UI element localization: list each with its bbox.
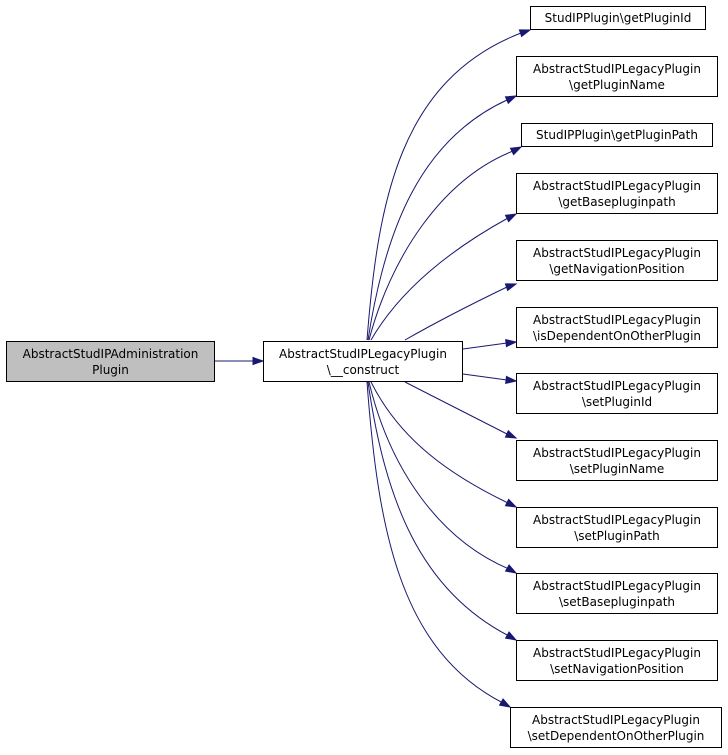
edge-to-set-plugin-name — [404, 381, 518, 439]
callee-node-get-baseplugin-path[interactable]: AbstractStudIPLegacyPlugin \getBaseplugi… — [516, 173, 718, 214]
callee-label-line-1: AbstractStudIPLegacyPlugin — [533, 178, 701, 193]
edge-to-get-plugin-name — [367, 95, 518, 341]
edge-to-get-baseplugin-path-arrowhead — [504, 213, 518, 223]
edge-to-get-plugin-id — [366, 29, 532, 341]
edge-to-get-navigation-pos — [404, 283, 518, 341]
callee-label-line-2: \setPluginName — [569, 461, 665, 476]
callee-label-line-1: StudIPPlugin\getPluginPath — [536, 128, 698, 142]
edge-to-is-dependent — [462, 338, 518, 350]
edge-to-get-plugin-path — [368, 146, 523, 341]
edge-root-to-center-arrowhead — [252, 356, 265, 366]
callee-label-line-2: \isDependentOnOtherPlugin — [532, 328, 702, 343]
edge-to-get-navigation-pos-arrowhead — [504, 283, 518, 292]
center-node[interactable]: AbstractStudIPLegacyPlugin \__construct — [263, 341, 463, 382]
callee-label-line-2: \setPluginPath — [574, 528, 660, 543]
callee-node-set-plugin-path[interactable]: AbstractStudIPLegacyPlugin \setPluginPat… — [516, 507, 718, 548]
callee-node-set-navigation-position[interactable]: AbstractStudIPLegacyPlugin \setNavigatio… — [516, 640, 718, 681]
edge-to-set-dependent-arrowhead — [498, 698, 512, 708]
callee-node-set-plugin-id[interactable]: AbstractStudIPLegacyPlugin \setPluginId — [516, 373, 718, 414]
callee-label-line-2: \setPluginId — [581, 394, 653, 409]
callee-label-line-1: AbstractStudIPLegacyPlugin — [533, 445, 701, 460]
callee-node-set-dependent-on-other-plugin[interactable]: AbstractStudIPLegacyPlugin \setDependent… — [510, 707, 722, 748]
center-node-line-1: AbstractStudIPLegacyPlugin — [279, 346, 447, 361]
edge-to-set-plugin-id — [462, 373, 518, 385]
edge-to-set-plugin-id-arrowhead — [505, 375, 518, 385]
callee-label-line-2: \setBasepluginpath — [559, 594, 675, 609]
edge-to-set-plugin-name-arrowhead — [504, 429, 518, 439]
callee-label-line-1: StudIPPlugin\getPluginId — [544, 11, 692, 25]
callee-node-set-baseplugin-path[interactable]: AbstractStudIPLegacyPlugin \setBaseplugi… — [516, 573, 718, 614]
callee-label-line-2: \getPluginName — [569, 77, 665, 92]
callee-node-get-plugin-id[interactable]: StudIPPlugin\getPluginId — [530, 6, 706, 30]
edge-root-to-center — [215, 356, 265, 366]
callee-label-line-1: AbstractStudIPLegacyPlugin — [533, 312, 701, 327]
callee-label-line-2: \setNavigationPosition — [550, 661, 684, 676]
callee-node-get-navigation-position[interactable]: AbstractStudIPLegacyPlugin \getNavigatio… — [516, 240, 718, 281]
callee-node-set-plugin-name[interactable]: AbstractStudIPLegacyPlugin \setPluginNam… — [516, 440, 718, 481]
callee-label-line-1: AbstractStudIPLegacyPlugin — [533, 245, 701, 260]
callee-label-line-1: AbstractStudIPLegacyPlugin — [533, 645, 701, 660]
edge-to-set-dependent — [366, 381, 512, 708]
callee-label-line-2: \setDependentOnOtherPlugin — [527, 728, 705, 743]
root-node[interactable]: AbstractStudIPAdministration Plugin — [6, 341, 215, 382]
edge-to-get-plugin-id-arrowhead — [518, 29, 532, 38]
edge-to-set-plugin-path-arrowhead — [504, 498, 518, 508]
edge-to-set-plugin-path — [370, 381, 518, 508]
edge-to-set-navigation-pos — [367, 381, 518, 641]
callee-label-line-1: AbstractStudIPLegacyPlugin — [533, 578, 701, 593]
edge-to-is-dependent-arrowhead — [505, 338, 518, 348]
edge-to-get-plugin-path-arrowhead — [509, 146, 523, 156]
edge-to-get-plugin-name-arrowhead — [504, 95, 518, 105]
edge-to-set-baseplugin-path — [368, 381, 518, 574]
edge-to-get-baseplugin-path — [370, 213, 518, 341]
root-node-line-1: AbstractStudIPAdministration — [22, 346, 199, 361]
center-node-line-2: \__construct — [326, 362, 400, 377]
edge-to-set-navigation-pos-arrowhead — [504, 631, 518, 641]
callee-label-line-1: AbstractStudIPLegacyPlugin — [533, 512, 701, 527]
callee-label-line-2: \getBasepluginpath — [558, 194, 676, 209]
callee-node-is-dependent-on-other-plugin[interactable]: AbstractStudIPLegacyPlugin \isDependentO… — [516, 307, 718, 348]
callee-label-line-1: AbstractStudIPLegacyPlugin — [533, 378, 701, 393]
callee-label-line-2: \getNavigationPosition — [549, 261, 685, 276]
root-node-line-2: Plugin — [92, 362, 129, 377]
callee-node-get-plugin-path[interactable]: StudIPPlugin\getPluginPath — [521, 123, 713, 147]
edge-to-set-baseplugin-path-arrowhead — [504, 564, 518, 574]
callee-label-line-1: AbstractStudIPLegacyPlugin — [533, 61, 701, 76]
callee-node-get-plugin-name[interactable]: AbstractStudIPLegacyPlugin \getPluginNam… — [516, 56, 718, 97]
callee-label-line-1: AbstractStudIPLegacyPlugin — [532, 712, 700, 727]
